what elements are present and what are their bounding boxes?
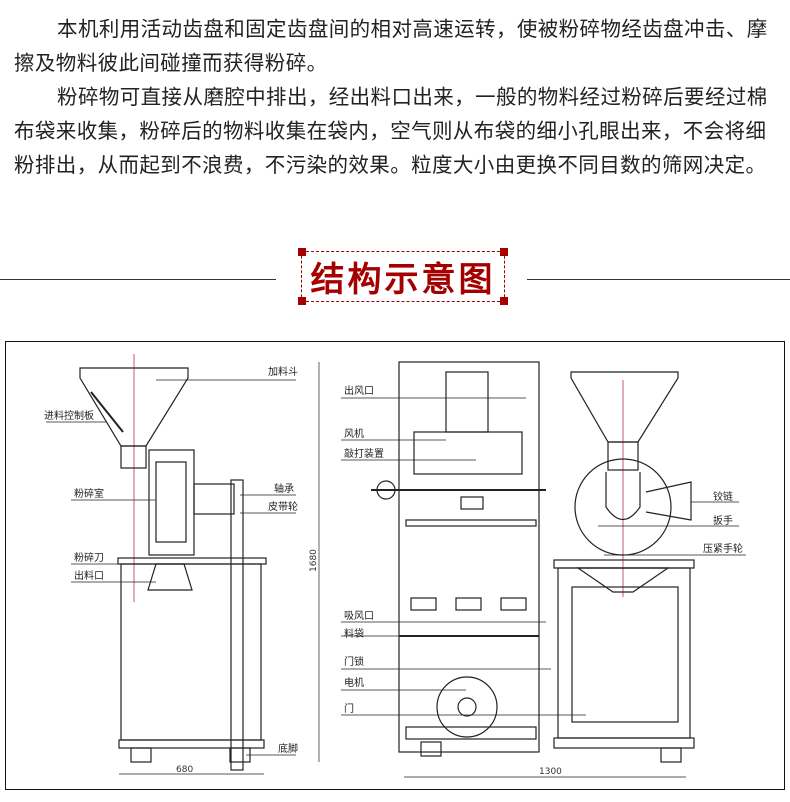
dim-total-width: 1300 — [539, 767, 562, 777]
label-air-inlet: 吸风口 — [344, 610, 374, 622]
front-view — [318, 361, 686, 778]
corner-mark — [500, 248, 508, 256]
fan-motor-shape — [445, 371, 489, 433]
right-view — [553, 371, 746, 763]
structure-diagram: 加料斗 进料控制板 粉碎室 轴承 皮带轮 粉碎刀 出料口 底脚 680 — [5, 341, 785, 790]
section-title-box: 结构示意图 — [298, 248, 508, 305]
divider-right — [527, 279, 790, 280]
dim-height: 1680 — [309, 549, 319, 572]
corner-mark — [500, 297, 508, 305]
outlet-shape — [147, 563, 193, 591]
corner-mark — [298, 248, 306, 256]
corner-mark — [298, 297, 306, 305]
label-motor: 电机 — [344, 676, 364, 689]
label-foot: 底脚 — [278, 742, 298, 755]
intro-text: 本机利用活动齿盘和固定齿盘间的相对高速运转，使被粉碎物经齿盘冲击、摩擦及物料彼此… — [14, 12, 782, 182]
label-beater: 敲打装置 — [344, 447, 384, 460]
label-pulley: 皮带轮 — [268, 500, 298, 513]
label-wrench: 扳手 — [713, 514, 733, 527]
label-handwheel: 压紧手轮 — [703, 542, 743, 555]
label-bag: 料袋 — [344, 627, 364, 640]
label-outlet: 出料口 — [74, 569, 104, 582]
side-view — [46, 354, 296, 775]
label-door: 门 — [344, 702, 354, 715]
intro-paragraph-1: 本机利用活动齿盘和固定齿盘间的相对高速运转，使被粉碎物经齿盘冲击、摩擦及物料彼此… — [14, 17, 768, 75]
motor-shape — [436, 676, 498, 738]
label-bearing: 轴承 — [274, 482, 294, 495]
dim-side-width: 680 — [176, 765, 193, 775]
label-hinge: 铰链 — [713, 490, 733, 503]
label-air-outlet: 出风口 — [344, 384, 374, 397]
label-chamber: 粉碎室 — [74, 487, 104, 500]
label-hopper: 加料斗 — [268, 365, 298, 378]
divider-left — [0, 279, 276, 280]
label-door-lock: 门锁 — [344, 655, 364, 668]
label-feed-control: 进料控制板 — [44, 409, 94, 422]
label-blade: 粉碎刀 — [74, 551, 104, 564]
section-title: 结构示意图 — [310, 260, 496, 300]
intro-paragraph-2: 粉碎物可直接从磨腔中排出，经出料口出来，一般的物料经过粉碎后要经过棉布袋来收集，… — [14, 85, 768, 177]
label-fan: 风机 — [344, 427, 364, 440]
